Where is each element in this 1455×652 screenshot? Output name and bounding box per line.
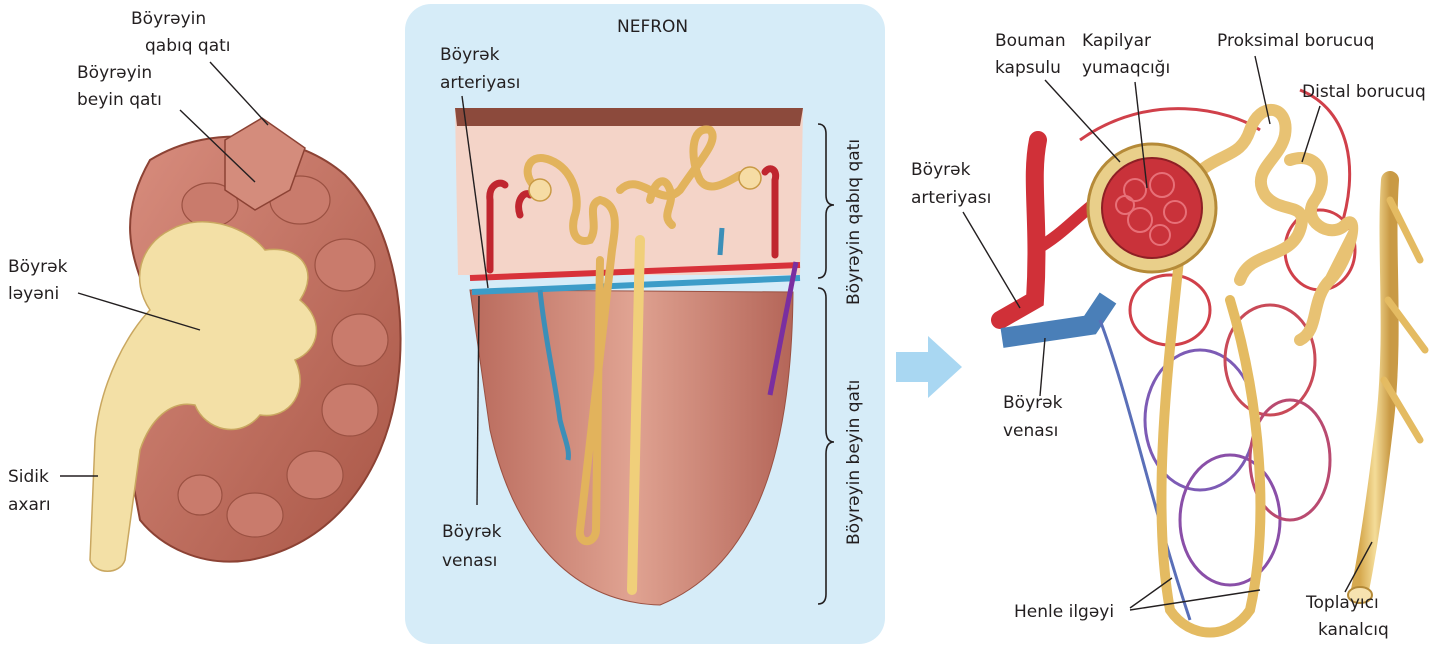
label-detail-artery-1: Böyrək bbox=[911, 160, 971, 180]
label-glomerulus-1: Kapilyar bbox=[1082, 31, 1151, 51]
label-panel-artery-2: arteriyası bbox=[440, 73, 520, 93]
label-detail-vein-1: Böyrək bbox=[1003, 393, 1063, 413]
label-glomerulus-2: yumaqcığı bbox=[1082, 58, 1170, 78]
label-collecting-2: kanalcıq bbox=[1318, 620, 1389, 640]
label-ureter-1: Sidik bbox=[8, 467, 49, 487]
label-distal: Distal borucuq bbox=[1302, 82, 1426, 102]
label-detail-artery-2: arteriyası bbox=[911, 188, 991, 208]
label-ureter-2: axarı bbox=[8, 495, 51, 515]
label-henle: Henle ilgəyi bbox=[1014, 602, 1114, 622]
label-collecting-1: Toplayıcı bbox=[1305, 593, 1379, 613]
label-proximal: Proksimal borucuq bbox=[1217, 31, 1374, 51]
renal-artery-trunk bbox=[1000, 140, 1038, 320]
label-kidney-cortex-1: Böyrəyin bbox=[131, 9, 206, 29]
label-bowman-2: kapsulu bbox=[995, 58, 1061, 78]
label-panel-vein-1: Böyrək bbox=[442, 522, 502, 542]
tissue-top bbox=[455, 108, 803, 126]
label-kidney-pelvis-1: Böyrək bbox=[8, 257, 68, 277]
label-kidney-medulla-1: Böyrəyin bbox=[77, 63, 152, 83]
tissue-cortex bbox=[455, 108, 803, 275]
label-medulla-bracket: Böyrəyin beyin qatı bbox=[844, 380, 864, 545]
label-bowman-1: Bouman bbox=[995, 31, 1066, 51]
panel-title: NEFRON bbox=[617, 17, 688, 37]
nephron-detail bbox=[1000, 90, 1425, 633]
nephron-panel bbox=[405, 4, 885, 644]
arrow-blue bbox=[896, 336, 962, 398]
kidney-section bbox=[90, 118, 401, 571]
label-cortex-bracket: Böyrəyin qabıq qatı bbox=[844, 139, 864, 305]
label-kidney-cortex-2: qabıq qatı bbox=[145, 36, 231, 56]
label-panel-vein-2: venası bbox=[442, 551, 497, 571]
label-detail-vein-2: venası bbox=[1003, 421, 1058, 441]
label-kidney-pelvis-2: ləyəni bbox=[8, 284, 59, 304]
label-kidney-medulla-2: beyin qatı bbox=[77, 90, 162, 110]
label-panel-artery-1: Böyrək bbox=[440, 45, 500, 65]
